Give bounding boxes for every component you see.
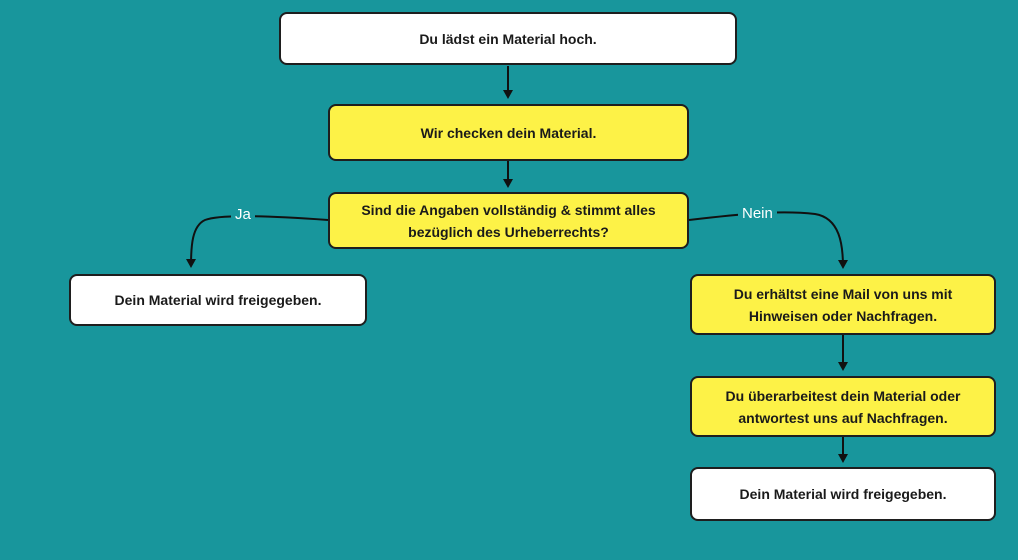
node-approved-after-label: Dein Material wird freigegeben. xyxy=(739,486,947,502)
node-upload: Du lädst ein Material hoch. xyxy=(279,12,737,65)
node-mail-label: Du erhältst eine Mail von uns mit Hinwei… xyxy=(733,285,953,324)
node-check: Wir checken dein Material. xyxy=(328,104,689,161)
node-revise: Du überarbeitest dein Material oder antw… xyxy=(690,376,996,437)
node-approved-yes: Dein Material wird freigegeben. xyxy=(69,274,367,326)
node-approved-after: Dein Material wird freigegeben. xyxy=(690,467,996,521)
edge-label-yes: Ja xyxy=(231,206,255,224)
node-question: Sind die Angaben vollständig & stimmt al… xyxy=(328,192,689,249)
edge-label-no: Nein xyxy=(738,205,777,223)
node-upload-label: Du lädst ein Material hoch. xyxy=(419,30,597,47)
node-mail: Du erhältst eine Mail von uns mit Hinwei… xyxy=(690,274,996,335)
arrow-question-to-no xyxy=(688,211,848,269)
arrow-question-to-yes xyxy=(186,215,329,268)
node-check-label: Wir checken dein Material. xyxy=(420,124,597,141)
node-revise-label: Du überarbeitest dein Material oder antw… xyxy=(725,387,961,426)
node-question-label: Sind die Angaben vollständig & stimmt al… xyxy=(361,201,656,240)
node-approved-yes-label: Dein Material wird freigegeben. xyxy=(114,292,322,308)
